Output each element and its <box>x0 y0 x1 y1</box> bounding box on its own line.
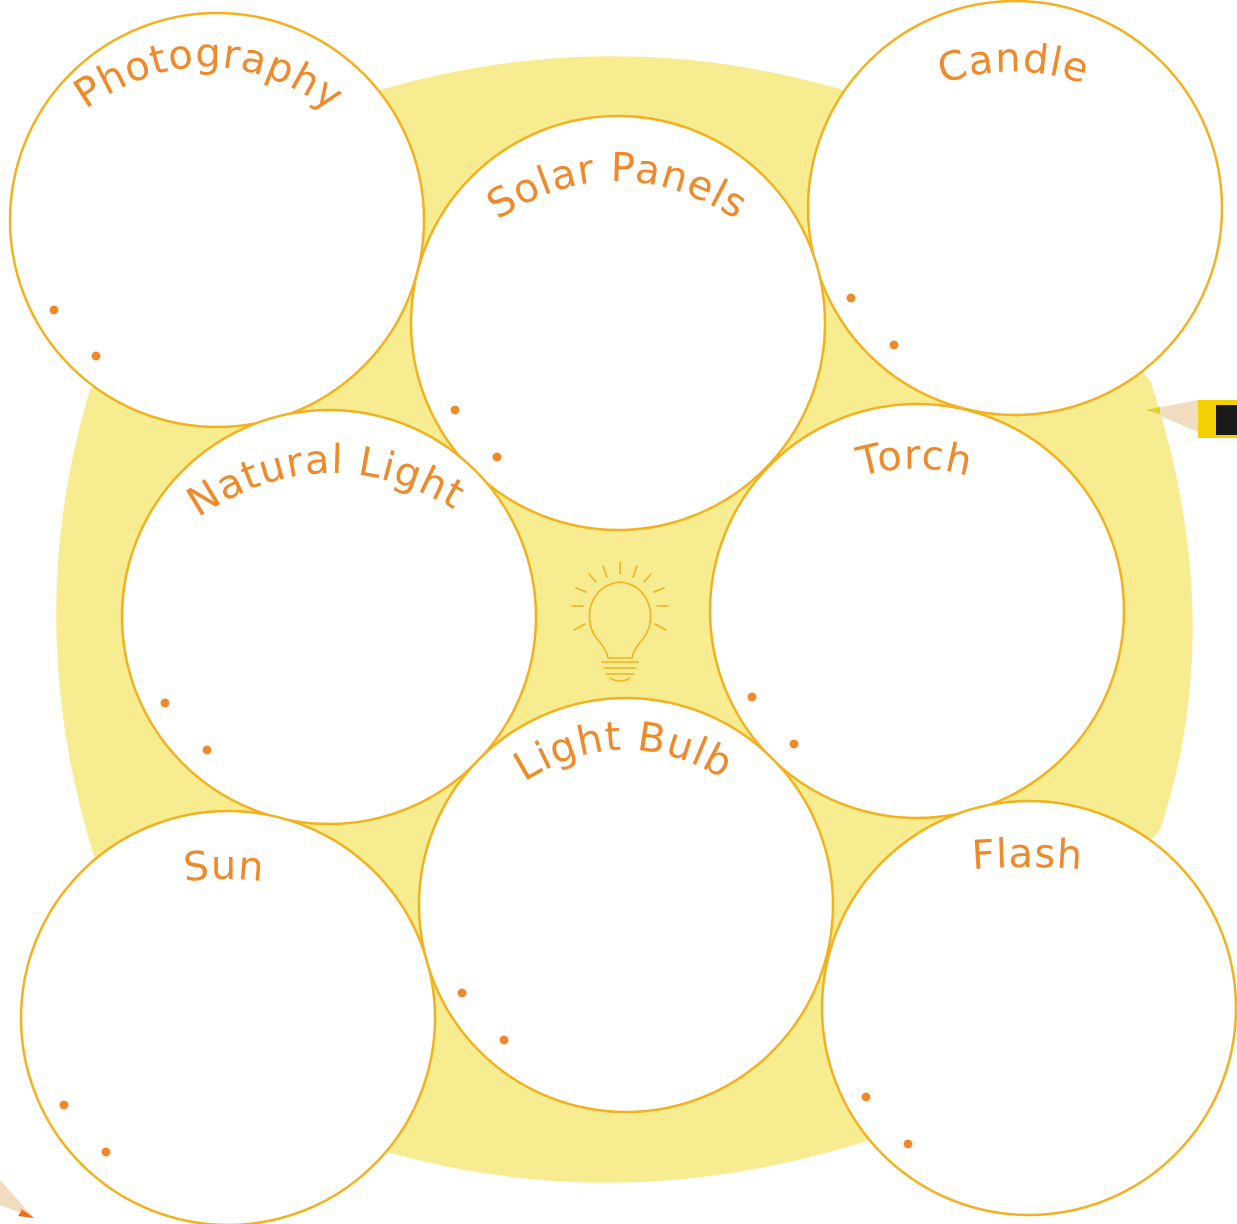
bullet-dot <box>161 699 170 708</box>
bullet-dot <box>790 740 799 749</box>
bullet-dot <box>862 1093 871 1102</box>
bubble-circle <box>419 698 833 1112</box>
bubble-natural-light: Natural Light <box>122 410 536 824</box>
bullet-dot <box>890 341 899 350</box>
bullet-dot <box>203 746 212 755</box>
svg-text:Torch: Torch <box>851 432 977 486</box>
bubble-candle: Candle <box>808 1 1222 415</box>
bubble-sun: Sun <box>21 811 435 1224</box>
bullet-dot <box>102 1148 111 1157</box>
bubble-flash: Flash <box>822 801 1236 1215</box>
bullet-dot <box>92 352 101 361</box>
orange-pencil-icon <box>0 1180 34 1218</box>
bubble-torch: Torch <box>710 404 1124 818</box>
bullet-dot <box>748 693 757 702</box>
bubble-light-bulb: Light Bulb <box>419 698 833 1112</box>
svg-text:Sun: Sun <box>182 843 267 891</box>
bullet-dot <box>500 1036 509 1045</box>
bullet-dot <box>451 406 460 415</box>
bullet-dot <box>50 306 59 315</box>
bullet-dot <box>847 294 856 303</box>
bullet-dot <box>458 989 467 998</box>
svg-text:Flash: Flash <box>970 831 1084 879</box>
bubble-title-sun: Sun <box>182 843 267 891</box>
bubble-title-torch: Torch <box>851 432 977 486</box>
bubble-photography: Photography <box>10 13 424 427</box>
bullet-dot <box>60 1101 69 1110</box>
bullet-dot <box>904 1140 913 1149</box>
bullet-dot <box>493 453 502 462</box>
bubble-title-flash: Flash <box>970 831 1084 879</box>
